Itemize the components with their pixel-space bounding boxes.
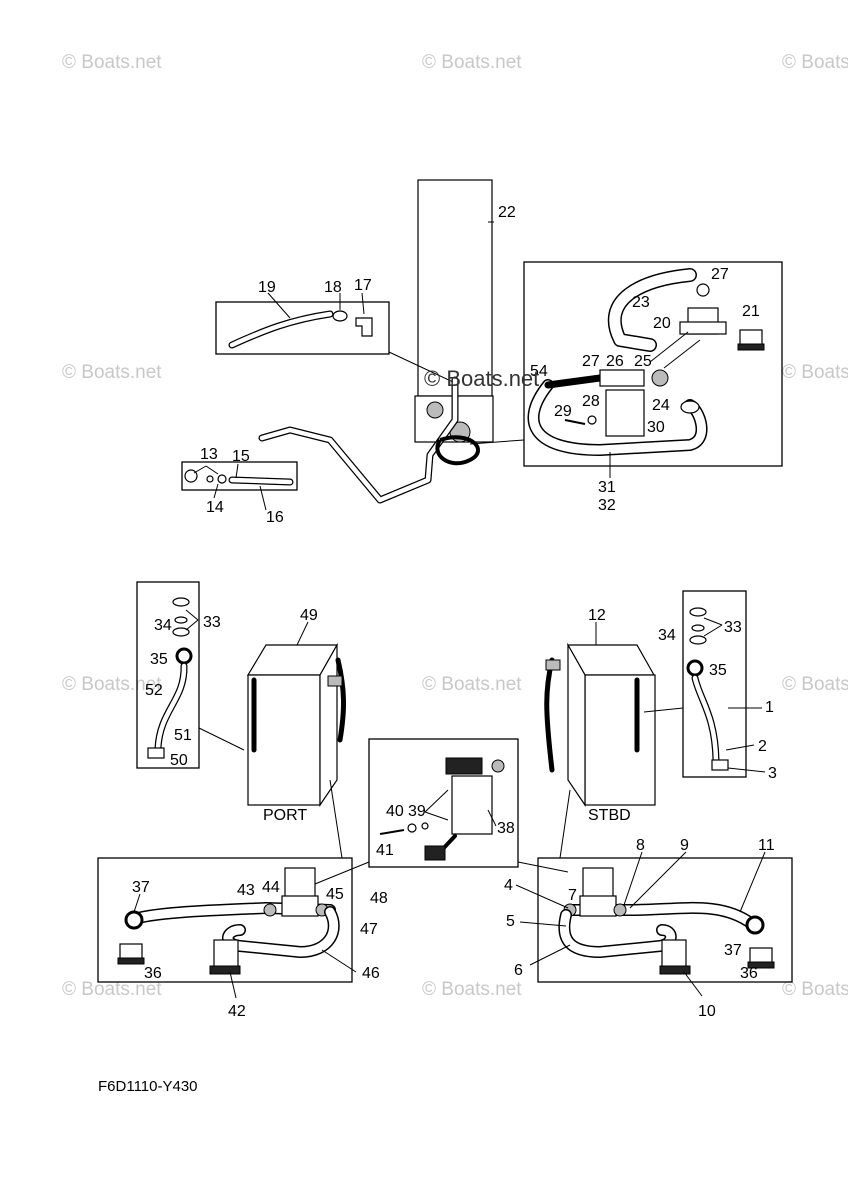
callout-35: 35 [709, 662, 727, 679]
watermark: © Boats.net [782, 52, 848, 73]
port-filler-box [136, 581, 200, 769]
callout-25: 25 [634, 353, 652, 370]
callout-11: 11 [758, 837, 775, 854]
callout-18: 18 [324, 279, 342, 296]
pump-detail-box [523, 261, 783, 467]
callout-47: 47 [360, 921, 378, 938]
callout-19: 19 [258, 279, 276, 296]
callout-2: 2 [758, 738, 767, 755]
watermark: © Boats.net [62, 362, 162, 383]
callout-37: 37 [132, 879, 150, 896]
stbd-tank-label: STBD [588, 807, 631, 824]
stbd-tank [584, 674, 656, 806]
drawing-code: F6D1110-Y430 [98, 1078, 198, 1095]
watermark: © Boats.net [782, 362, 848, 383]
callout-6: 6 [514, 962, 523, 979]
callout-9: 9 [680, 837, 689, 854]
bottom-assembly: 33 34 35 52 51 50 49 PORT 12 STBD [97, 581, 793, 1020]
callout-27: 27 [711, 266, 729, 283]
callout-7: 7 [568, 887, 577, 904]
callout-51: 51 [174, 727, 192, 744]
watermark: © Boats.net [782, 674, 848, 695]
callout-36: 36 [740, 965, 758, 982]
filter-detail-box [181, 461, 298, 491]
center-watermark: © Boats.net [424, 366, 539, 391]
callout-36: 36 [144, 965, 162, 982]
tall-tank [417, 179, 493, 397]
stbd-filler-box [682, 590, 747, 778]
watermarks: © Boats.net © Boats.net © Boats.net © Bo… [62, 52, 848, 1000]
callout-50: 50 [170, 752, 188, 769]
callout-12: 12 [588, 607, 606, 624]
callout-29: 29 [554, 403, 572, 420]
callout-24: 24 [652, 397, 670, 414]
callout-35: 35 [150, 651, 168, 668]
hose-detail-box [215, 301, 390, 355]
callout-31: 31 [598, 479, 616, 496]
callout-15: 15 [232, 448, 250, 465]
callout-21: 21 [742, 303, 760, 320]
callout-38: 38 [497, 820, 515, 837]
callout-32: 32 [598, 497, 616, 514]
callout-33: 33 [724, 619, 742, 636]
callout-49: 49 [300, 607, 318, 624]
watermark: © Boats.net [422, 979, 522, 1000]
callout-27: 27 [582, 353, 600, 370]
callout-26: 26 [606, 353, 624, 370]
callout-42: 42 [228, 1003, 246, 1020]
port-tank [247, 674, 321, 806]
callout-39: 39 [408, 803, 426, 820]
callout-1: 1 [765, 699, 774, 716]
pump-mount-box [368, 738, 519, 868]
callout-23: 23 [632, 294, 650, 311]
callout-17: 17 [354, 277, 372, 294]
port-tank-label: PORT [263, 807, 307, 824]
callout-5: 5 [506, 913, 515, 930]
callout-34: 34 [658, 627, 676, 644]
callout-16: 16 [266, 509, 284, 526]
watermark: © Boats.net [62, 979, 162, 1000]
callout-54: 54 [530, 363, 548, 380]
stbd-pump-box [537, 857, 793, 983]
callout-28: 28 [582, 393, 600, 410]
callout-41: 41 [376, 842, 394, 859]
callout-8: 8 [636, 837, 645, 854]
watermark: © Boats.net [422, 674, 522, 695]
watermark: © Boats.net [62, 52, 162, 73]
port-pump-box [97, 857, 353, 983]
callout-14: 14 [206, 499, 224, 516]
callout-3: 3 [768, 765, 777, 782]
callout-52: 52 [145, 682, 163, 699]
callout-48: 48 [370, 890, 388, 907]
callout-46: 46 [362, 965, 380, 982]
callout-40: 40 [386, 803, 404, 820]
callout-10: 10 [698, 1003, 716, 1020]
callout-22: 22 [498, 204, 516, 221]
callout-20: 20 [653, 315, 671, 332]
watermark: © Boats.net [422, 52, 522, 73]
top-assembly: 22 19 18 17 13 15 14 16 [181, 179, 783, 526]
callout-44: 44 [262, 879, 280, 896]
callout-43: 43 [237, 882, 255, 899]
callout-4: 4 [504, 877, 513, 894]
callout-45: 45 [326, 886, 344, 903]
callout-37: 37 [724, 942, 742, 959]
callout-30: 30 [647, 419, 665, 436]
callout-33: 33 [203, 614, 221, 631]
callout-13: 13 [200, 446, 218, 463]
watermark: © Boats.net [782, 979, 848, 1000]
callout-34: 34 [154, 617, 172, 634]
